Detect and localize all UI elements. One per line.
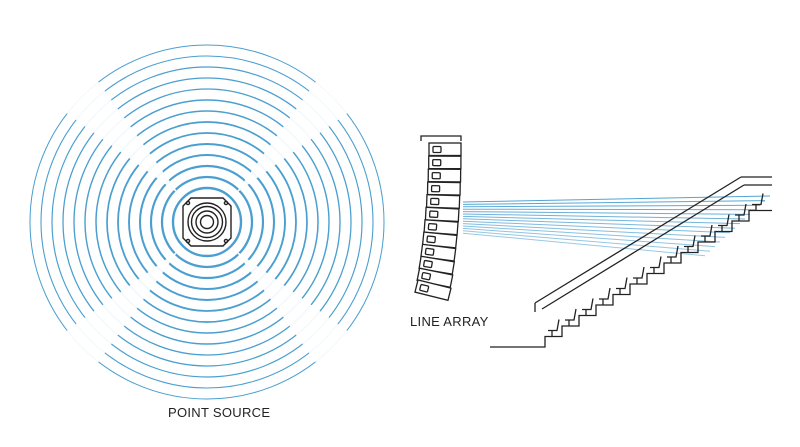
array-cabinet: [428, 155, 462, 170]
wave-ring: [128, 143, 286, 301]
line-array-speaker-stack-icon: [414, 135, 462, 302]
auditorium-stairs: [490, 209, 772, 348]
array-cabinet: [414, 279, 452, 302]
wave-ring: [40, 55, 374, 389]
auditorium-seat-icon: [650, 256, 662, 274]
sound-beam: [462, 208, 756, 211]
auditorium-seat-icon: [667, 245, 679, 263]
sound-beam: [462, 220, 731, 234]
auditorium-group: [490, 176, 772, 348]
auditorium-seat-icon: [684, 235, 696, 253]
sound-beam: [462, 213, 746, 220]
auditorium-seat-icon: [633, 266, 645, 284]
wave-ring: [149, 164, 265, 280]
array-cabinet: [428, 142, 462, 157]
sound-beam: [462, 211, 751, 215]
array-cabinet: [425, 194, 461, 209]
wave-ring: [160, 175, 254, 269]
auditorium-seat-icon: [599, 287, 611, 305]
array-cabinet: [426, 181, 461, 196]
sound-beam: [462, 232, 706, 257]
auditorium-seats: [548, 193, 764, 337]
sound-beam: [462, 225, 721, 243]
wave-ring: [62, 77, 352, 367]
auditorium-seat-icon: [735, 203, 747, 221]
wave-ring: [171, 186, 243, 258]
sound-beam: [462, 195, 771, 203]
auditorium-seat-icon: [718, 214, 730, 232]
point-source-waves: [29, 44, 385, 400]
sound-beam: [462, 218, 736, 229]
speaker-driver-icon: [182, 197, 232, 247]
sound-beam: [462, 215, 741, 225]
sound-beam: [462, 227, 716, 248]
auditorium-seat-icon: [616, 277, 628, 295]
wave-ring: [138, 153, 276, 291]
line-array-group: [414, 135, 771, 302]
wave-ring: [51, 66, 363, 378]
point-source-label: POINT SOURCE: [168, 405, 271, 420]
array-cabinet: [427, 168, 462, 183]
wave-ring: [106, 121, 308, 323]
auditorium-seat-icon: [565, 308, 577, 326]
wave-ring: [95, 110, 319, 334]
auditorium-railing: [534, 176, 772, 312]
sound-beam: [462, 204, 761, 208]
line-array-beams: [462, 195, 771, 257]
auditorium-seat-icon: [548, 319, 560, 337]
sound-beam: [462, 200, 766, 205]
array-rigging-frame: [420, 135, 462, 141]
auditorium-seat-icon: [752, 193, 764, 211]
sound-beam: [462, 223, 726, 238]
point-source-group: [29, 44, 385, 400]
auditorium-seat-icon: [701, 224, 713, 242]
auditorium-seat-icon: [582, 298, 594, 316]
wave-ring: [84, 99, 330, 345]
array-cabinet: [424, 206, 460, 223]
wave-ring: [117, 132, 297, 312]
line-array-label: LINE ARRAY: [410, 314, 489, 329]
wave-ring: [73, 88, 341, 356]
wave-ring: [29, 44, 385, 400]
array-cabinet: [420, 243, 457, 262]
sound-beam: [462, 230, 711, 252]
